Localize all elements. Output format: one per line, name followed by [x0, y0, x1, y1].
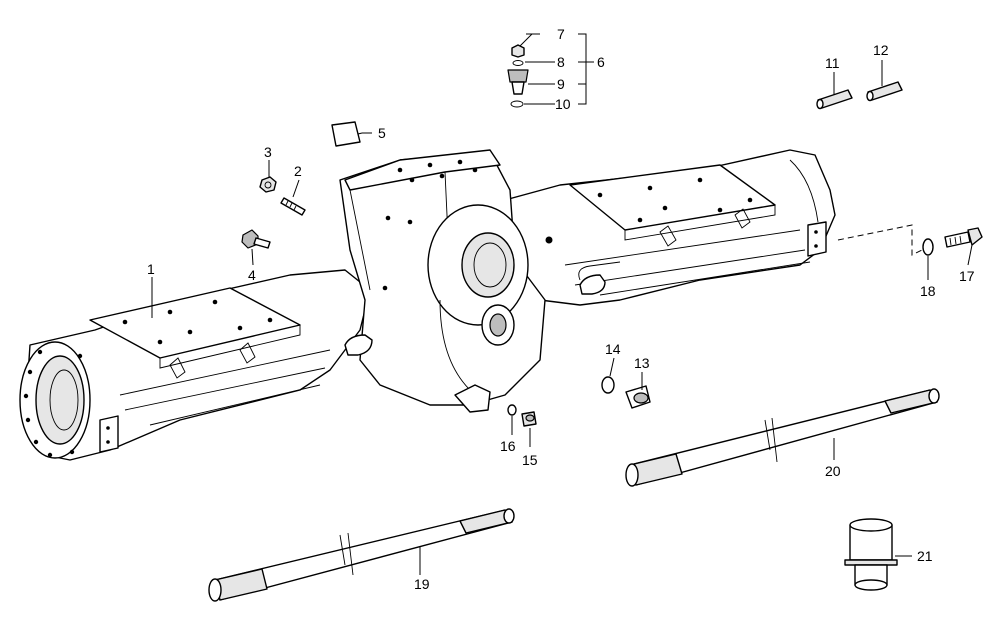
- plug-15[interactable]: [521, 411, 537, 427]
- washer-18[interactable]: [922, 238, 934, 256]
- callout-12: 12: [873, 42, 889, 58]
- bolt[interactable]: [241, 229, 271, 249]
- callout-18: 18: [920, 283, 936, 299]
- callout-20: 20: [825, 463, 841, 479]
- callout-8: 8: [557, 54, 565, 70]
- callout-9: 9: [557, 76, 565, 92]
- drain-plug[interactable]: [625, 385, 651, 409]
- callout-14: 14: [605, 341, 621, 357]
- callout-5: 5: [378, 125, 386, 141]
- callout-15: 15: [522, 452, 538, 468]
- callout-13: 13: [634, 355, 650, 371]
- callout-21: 21: [917, 548, 933, 564]
- callout-16: 16: [500, 438, 516, 454]
- bolt-17[interactable]: [944, 227, 983, 248]
- callout-6: 6: [597, 54, 605, 70]
- callout-11: 11: [825, 55, 840, 71]
- callout-4: 4: [248, 267, 256, 283]
- callout-2: 2: [294, 163, 302, 179]
- seal-ring-14[interactable]: [601, 376, 615, 394]
- callout-17: 17: [959, 268, 975, 284]
- fitting-21[interactable]: [844, 518, 898, 591]
- callout-1: 1: [147, 261, 155, 277]
- callout-3: 3: [264, 144, 272, 160]
- callout-7: 7: [557, 26, 565, 42]
- washer-16[interactable]: [507, 404, 517, 416]
- axle-shaft-19[interactable]: [208, 508, 515, 602]
- leader-lines: [151, 33, 973, 575]
- callout-10: 10: [555, 96, 571, 112]
- stud[interactable]: [280, 197, 306, 216]
- callout-19: 19: [414, 576, 430, 592]
- breather-assembly[interactable]: [507, 44, 529, 108]
- pin-11[interactable]: [816, 89, 853, 110]
- cover-plate[interactable]: [331, 121, 361, 147]
- pin-12[interactable]: [866, 81, 903, 102]
- axle-housing[interactable]: [19, 149, 836, 461]
- nut[interactable]: [259, 176, 277, 193]
- callout-labels: 1 2 3 4 5 6 7 8 9 10 11 12 13 14 15 16 1…: [147, 26, 975, 592]
- axle-shaft-20[interactable]: [625, 388, 940, 487]
